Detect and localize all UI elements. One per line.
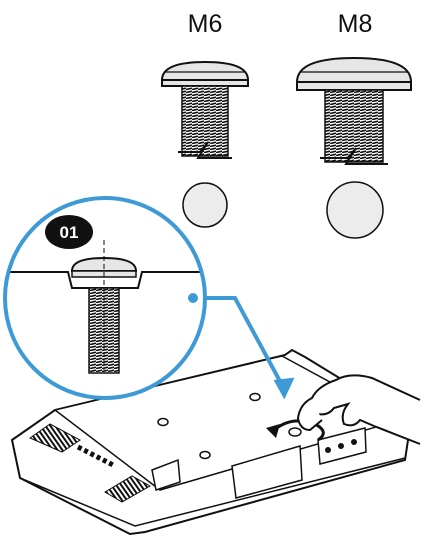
zoom-callout <box>3 196 207 400</box>
m8-hole-size-circle <box>326 181 384 239</box>
m8-label: M8 <box>338 10 373 38</box>
blue-callout-arrow-icon <box>195 296 295 400</box>
m6-screw <box>160 60 250 159</box>
m6-hole-size-circle <box>182 182 228 228</box>
step-badge-number: 01 <box>60 223 79 242</box>
step-badge: 01 <box>45 215 93 249</box>
hand-turning-screw <box>296 374 421 445</box>
m8-screw <box>295 56 413 165</box>
callout-anchor-dot <box>186 291 200 305</box>
m6-label: M6 <box>188 10 223 38</box>
